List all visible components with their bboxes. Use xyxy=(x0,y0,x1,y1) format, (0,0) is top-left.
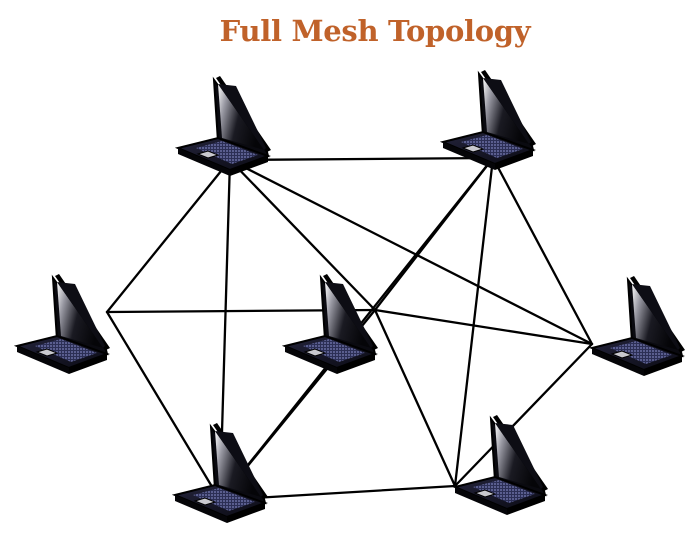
link-laptop-top-left-to-laptop-middle-right xyxy=(228,158,594,346)
link-laptop-center-to-laptop-bottom-right xyxy=(373,308,457,488)
laptop-icon xyxy=(174,76,271,176)
laptop-bottom-right xyxy=(451,415,548,515)
laptop-icon xyxy=(281,274,378,374)
laptop-middle-left xyxy=(13,274,110,374)
link-laptop-center-to-laptop-middle-right xyxy=(373,308,594,346)
laptop-icon xyxy=(439,70,536,170)
laptop-bottom-left xyxy=(171,423,268,523)
laptop-top-left xyxy=(174,76,271,176)
laptop-icon xyxy=(451,415,548,515)
link-laptop-middle-left-to-laptop-bottom-left xyxy=(105,310,222,502)
laptop-icon xyxy=(171,423,268,523)
laptop-icon xyxy=(588,276,685,376)
link-laptop-top-left-to-laptop-middle-left xyxy=(105,158,232,314)
diagram-title: Full Mesh Topology xyxy=(219,14,531,48)
link-laptop-top-right-to-laptop-middle-right xyxy=(491,156,594,346)
laptop-middle-right xyxy=(588,276,685,376)
link-laptop-top-left-to-laptop-center xyxy=(228,158,377,312)
laptop-center xyxy=(281,274,378,374)
laptop-icon xyxy=(13,274,110,374)
nodes-layer xyxy=(13,70,685,523)
link-laptop-top-right-to-laptop-bottom-right xyxy=(453,156,495,488)
laptop-top-right xyxy=(439,70,536,170)
link-laptop-top-left-to-laptop-top-right xyxy=(228,156,495,162)
link-laptop-middle-right-to-laptop-bottom-right xyxy=(453,342,594,488)
